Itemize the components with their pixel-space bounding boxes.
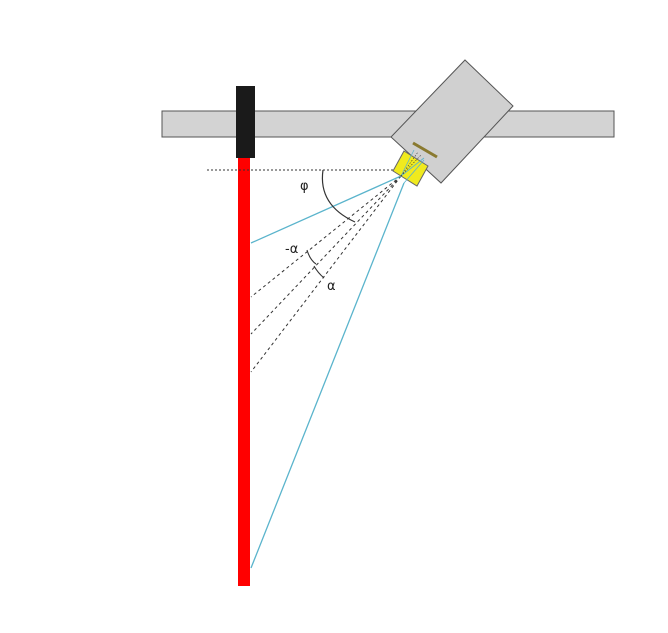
camera-body xyxy=(390,59,514,184)
lens-ray-5 xyxy=(403,159,425,184)
fov-ray-lower xyxy=(250,182,405,569)
guide-line-3 xyxy=(250,175,402,373)
lens-ray-4 xyxy=(400,154,422,177)
guide-line-2 xyxy=(250,175,402,335)
neg-alpha-angle-arc xyxy=(306,249,317,265)
phi-label: φ xyxy=(300,179,309,194)
horizontal-bar xyxy=(161,110,615,138)
red-rod xyxy=(238,150,250,586)
fov-ray-upper xyxy=(250,175,402,244)
phi-angle-arc xyxy=(321,169,356,223)
rod-clamp xyxy=(236,86,255,158)
lens-ray-3 xyxy=(400,151,419,177)
neg-alpha-label: -α xyxy=(285,242,298,257)
lens-ray-2 xyxy=(400,157,425,177)
lens-mount xyxy=(412,141,438,159)
alpha-label: α xyxy=(327,279,336,294)
guide-line-1 xyxy=(250,175,402,298)
lens-ray-1 xyxy=(400,149,415,177)
alpha-angle-arc xyxy=(313,265,325,279)
